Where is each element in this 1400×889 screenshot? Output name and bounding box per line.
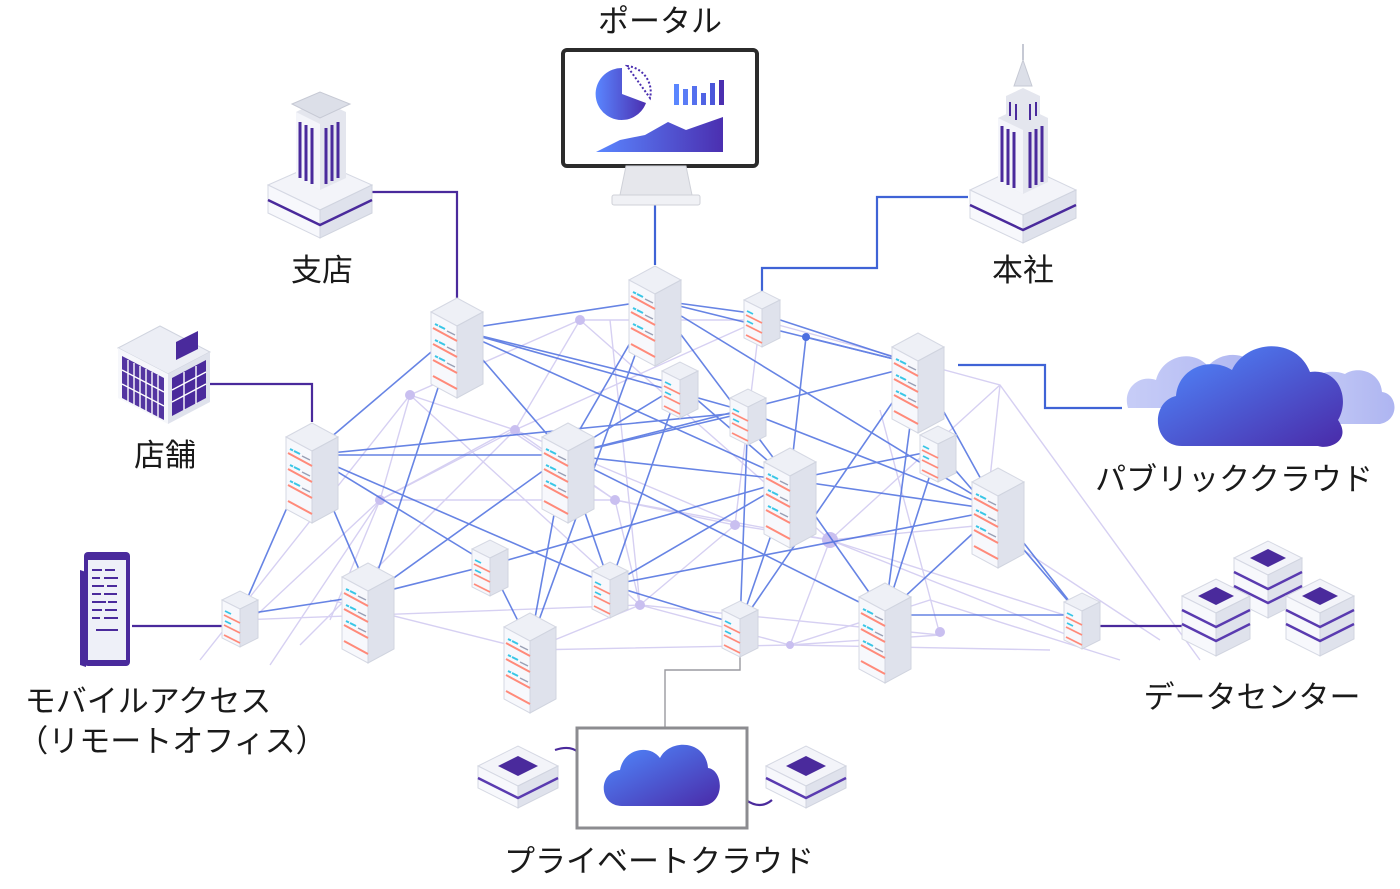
skyscraper-icon [968,44,1078,244]
private-cloud-icon [476,726,848,830]
smartphone-icon [80,552,130,667]
label-mobile-line2: （リモートオフィス） [17,724,326,760]
endpoint-connectors [132,190,1182,807]
label-mobile-line1: モバイルアクセス [25,684,271,720]
mesh-light-dots [375,315,945,649]
label-store: 店舗 [134,438,196,474]
office-tower-icon [266,91,374,239]
label-public-cloud: パブリッククラウド [1095,462,1373,498]
monitor-icon [561,48,759,206]
label-headquarters: 本社 [992,253,1054,289]
label-data-center: データセンター [1144,680,1361,716]
label-branch: 支店 [291,253,353,289]
data-center-icon [1180,539,1356,658]
cloud-icon [1126,346,1395,447]
label-portal: ポータル [598,4,722,40]
building-icon [116,325,212,424]
label-private-cloud: プライベートクラウド [504,844,814,880]
